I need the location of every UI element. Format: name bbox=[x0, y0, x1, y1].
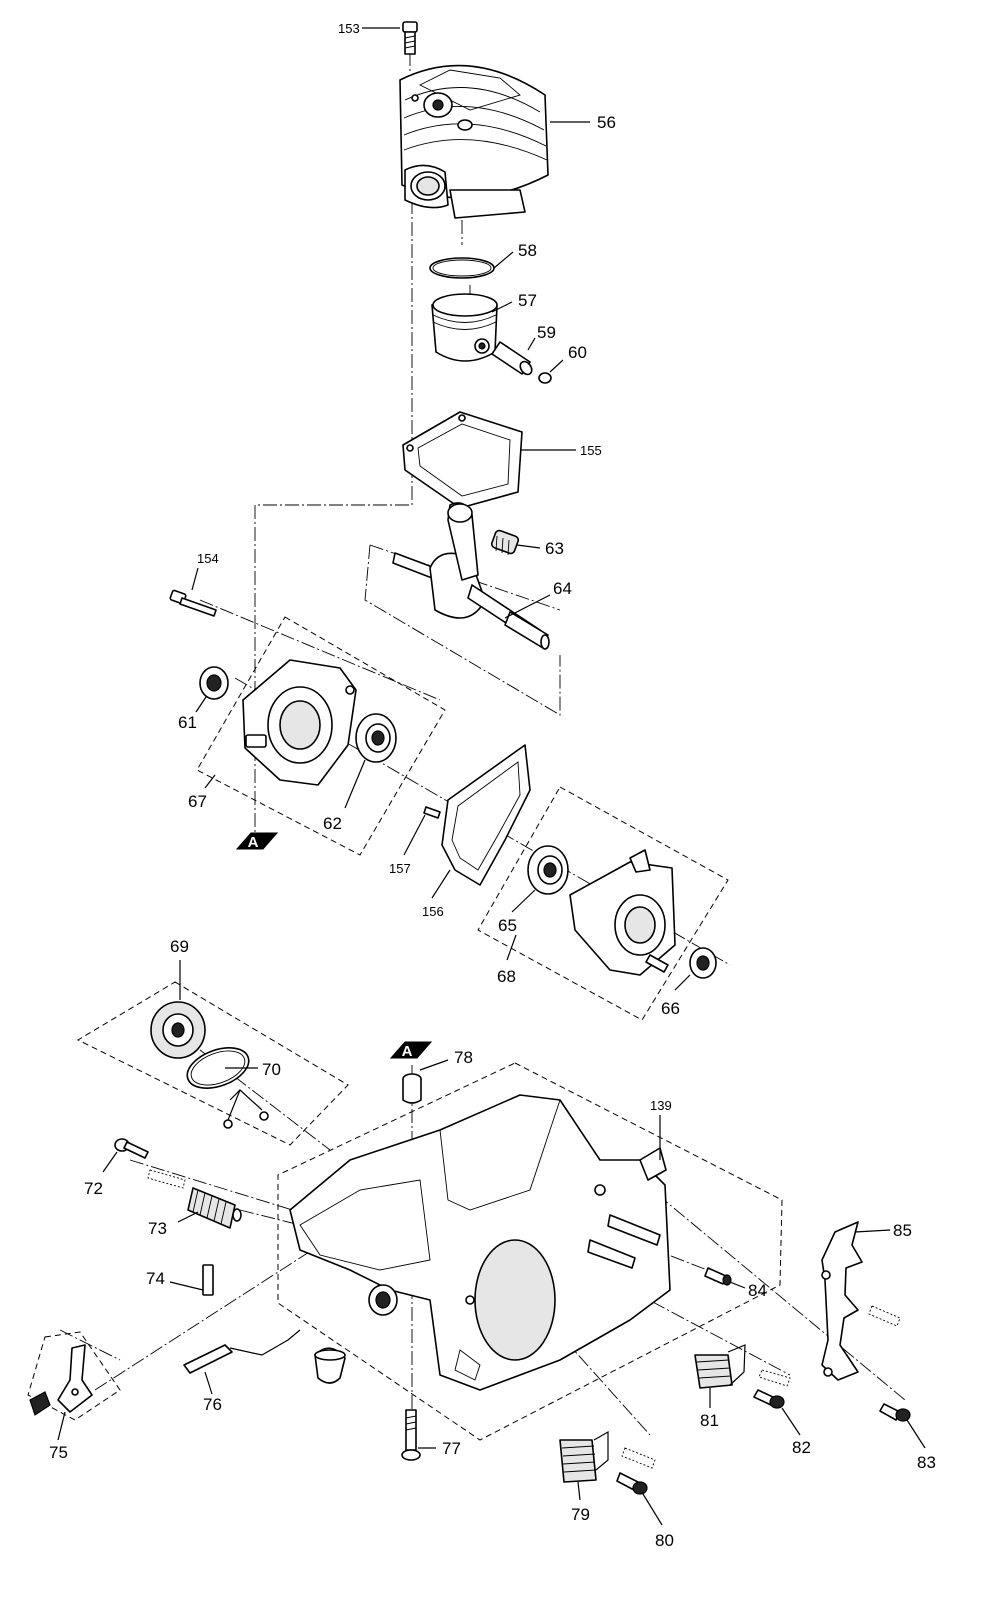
rod-76 bbox=[183, 1329, 301, 1374]
needle-bearing-63 bbox=[490, 529, 520, 556]
marker-a-upper: A bbox=[235, 832, 279, 851]
callout-139: 139 bbox=[650, 1098, 672, 1113]
crankshaft-64 bbox=[392, 502, 550, 650]
group-box-67 bbox=[196, 616, 446, 856]
screw-shadow-72 bbox=[147, 1169, 186, 1189]
bolt-153 bbox=[402, 21, 418, 55]
svg-text:A: A bbox=[402, 1043, 413, 1060]
washer-79 bbox=[621, 1447, 656, 1469]
spike-85 bbox=[821, 1221, 863, 1381]
callout-83: 83 bbox=[917, 1453, 936, 1472]
callout-numbers: 153 56 58 57 59 60 155 63 64 154 61 67 6… bbox=[49, 21, 936, 1550]
cylinder-56 bbox=[399, 64, 549, 219]
bolt-77 bbox=[401, 1409, 421, 1461]
oil-pump-69 bbox=[150, 1001, 206, 1059]
bolt-154 bbox=[169, 589, 217, 617]
callout-77: 77 bbox=[442, 1439, 461, 1458]
callout-74: 74 bbox=[146, 1269, 165, 1288]
group-box-69 bbox=[76, 981, 349, 1146]
piston-pin-59 bbox=[491, 341, 533, 376]
callout-69: 69 bbox=[170, 937, 189, 956]
callout-154: 154 bbox=[197, 551, 219, 566]
piston-57 bbox=[431, 293, 498, 362]
circlip-60 bbox=[538, 372, 552, 384]
callout-80: 80 bbox=[655, 1531, 674, 1550]
crankcase-half-68 bbox=[569, 849, 676, 976]
callout-153: 153 bbox=[338, 21, 360, 36]
crankcase-139 bbox=[289, 1094, 671, 1391]
bearing-62 bbox=[355, 713, 397, 763]
callout-67: 67 bbox=[188, 792, 207, 811]
callout-79: 79 bbox=[571, 1505, 590, 1524]
callout-59: 59 bbox=[537, 323, 556, 342]
worm-gear-73 bbox=[187, 1187, 242, 1229]
callout-56: 56 bbox=[597, 113, 616, 132]
callout-62: 62 bbox=[323, 814, 342, 833]
primer-bulb bbox=[314, 1347, 346, 1384]
lever-75 bbox=[29, 1344, 93, 1416]
group-box-75 bbox=[27, 1331, 121, 1421]
group-boxes bbox=[27, 616, 783, 1441]
callout-155: 155 bbox=[580, 443, 602, 458]
oil-seal-61 bbox=[199, 666, 229, 700]
washer-85 bbox=[868, 1305, 901, 1327]
svg-text:A: A bbox=[248, 834, 259, 851]
key-74 bbox=[202, 1264, 214, 1296]
callout-75: 75 bbox=[49, 1443, 68, 1462]
bearing-65 bbox=[527, 845, 569, 895]
callout-156: 156 bbox=[422, 904, 444, 919]
callout-61: 61 bbox=[178, 713, 197, 732]
group-box-139 bbox=[277, 1062, 783, 1441]
callout-76: 76 bbox=[203, 1395, 222, 1414]
callout-66: 66 bbox=[661, 999, 680, 1018]
callout-64: 64 bbox=[553, 579, 572, 598]
spring-79 bbox=[559, 1430, 609, 1483]
callout-72: 72 bbox=[84, 1179, 103, 1198]
washer-81 bbox=[758, 1369, 791, 1387]
dowel-157 bbox=[423, 806, 441, 819]
callout-68: 68 bbox=[497, 967, 516, 986]
crankcase-half-67 bbox=[242, 659, 357, 786]
gasket-155 bbox=[402, 411, 523, 509]
spring-81 bbox=[694, 1344, 746, 1389]
callout-81: 81 bbox=[700, 1411, 719, 1430]
screw-72 bbox=[114, 1138, 149, 1159]
callout-78: 78 bbox=[454, 1048, 473, 1067]
callout-60: 60 bbox=[568, 343, 587, 362]
oil-seal-66 bbox=[689, 947, 717, 979]
marker-a-lower: A bbox=[389, 1041, 433, 1060]
callout-82: 82 bbox=[792, 1438, 811, 1457]
o-ring-70 bbox=[186, 1047, 250, 1089]
callout-84: 84 bbox=[748, 1281, 767, 1300]
callout-70: 70 bbox=[262, 1060, 281, 1079]
callout-85: 85 bbox=[893, 1221, 912, 1240]
callout-63: 63 bbox=[545, 539, 564, 558]
callout-73: 73 bbox=[148, 1219, 167, 1238]
leader-lines bbox=[57, 27, 926, 1526]
callout-157: 157 bbox=[389, 861, 411, 876]
bolt-84 bbox=[704, 1267, 732, 1286]
piston-ring-58 bbox=[429, 257, 495, 279]
callout-58: 58 bbox=[518, 241, 537, 260]
oil-pipe bbox=[223, 1089, 269, 1129]
gasket-156 bbox=[441, 744, 531, 886]
callout-57: 57 bbox=[518, 291, 537, 310]
callout-65: 65 bbox=[498, 916, 517, 935]
screw-82 bbox=[753, 1389, 785, 1409]
screw-80 bbox=[616, 1472, 648, 1495]
screw-83 bbox=[879, 1403, 911, 1422]
bushing-78 bbox=[402, 1073, 422, 1104]
